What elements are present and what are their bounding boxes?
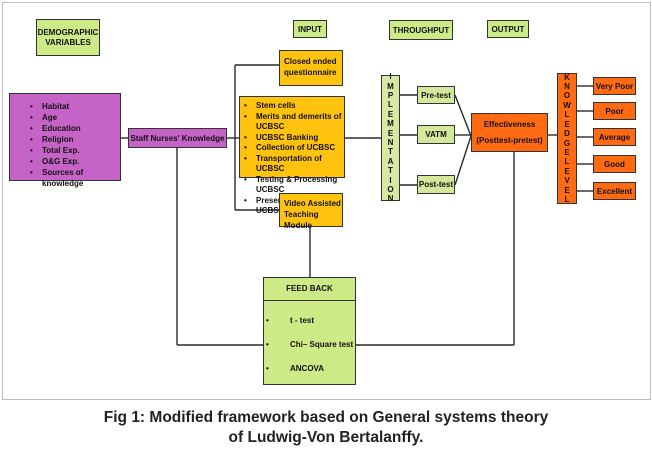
demographic-item: Religion xyxy=(28,134,120,145)
vatm-box: VATM xyxy=(417,125,455,144)
implementation-letter: I xyxy=(389,175,392,185)
level-label: Poor xyxy=(605,106,624,116)
knowledge-letter: E xyxy=(564,166,570,176)
implementation-letter: M xyxy=(387,119,394,129)
demographic-item: Age xyxy=(28,112,120,123)
feedback-item: ANCOVA xyxy=(264,357,355,381)
demographic-items-list: Habitat Age Education Religion Total Exp… xyxy=(28,101,120,189)
knowledge-letter: G xyxy=(563,138,571,148)
level-label: Excellent xyxy=(596,186,633,196)
connector-lines xyxy=(121,64,593,346)
output-label: OUTPUT xyxy=(491,24,525,34)
input-label: INPUT xyxy=(298,24,322,34)
staff-knowledge-label: Staff Nurses' Knowledge xyxy=(130,133,225,143)
effectiveness-box: Effectiveness (Posttest-pretest) xyxy=(471,113,548,152)
topic-item: UCBSC Banking xyxy=(242,133,344,144)
feedback-items-list: t - test Chi– Square test ANCOVA xyxy=(264,301,355,381)
knowledge-letter: V xyxy=(564,176,570,186)
demographic-item: Education xyxy=(28,123,120,134)
implementation-letter: I xyxy=(389,72,392,82)
topic-item: Merits and demerits of UCBSC xyxy=(242,112,344,133)
implementation-letter: A xyxy=(387,156,394,166)
video-module-label: Video Assisted Teaching Module xyxy=(284,199,341,230)
questionnaire-box: Closed ended questionnaire xyxy=(279,50,343,86)
implementation-letter: L xyxy=(388,100,393,110)
effectiveness-subtitle: (Posttest-pretest) xyxy=(476,135,543,145)
level-label: Average xyxy=(598,132,631,142)
demographic-item: O&G Exp. xyxy=(28,156,120,167)
knowledge-letter: L xyxy=(564,194,570,204)
topic-item: Testing & Processing UCBSC xyxy=(242,175,344,196)
knowledge-letter: W xyxy=(563,100,571,110)
video-module-box: Video Assisted Teaching Module xyxy=(279,193,343,230)
demographic-items-box: Habitat Age Education Religion Total Exp… xyxy=(9,93,121,188)
implementation-letter: N xyxy=(387,138,394,147)
pretest-label: Pre-test xyxy=(421,90,451,100)
level-good: Good xyxy=(593,155,636,173)
posttest-label: Post-test xyxy=(418,180,454,189)
implementation-letter: T xyxy=(388,166,393,176)
effectiveness-title: Effectiveness xyxy=(483,119,536,129)
implementation-box: I M P L E M E N T A T I O N xyxy=(381,72,400,204)
topic-item: Transportation of UCBSC xyxy=(242,154,344,175)
pretest-box: Pre-test xyxy=(417,86,455,104)
knowledge-letter: L xyxy=(564,110,570,120)
feedback-title: FEED BACK xyxy=(264,278,355,301)
implementation-letter: N xyxy=(387,194,394,204)
topic-item: Collection of UCBSC xyxy=(242,143,344,154)
demographic-variables-header: DEMOGRAPHIC VARIABLES xyxy=(36,19,100,56)
level-average: Average xyxy=(593,128,636,146)
questionnaire-label: Closed ended questionnaire xyxy=(284,57,337,77)
knowledge-letter: E xyxy=(564,119,570,129)
implementation-letter: T xyxy=(388,147,393,157)
input-header: INPUT xyxy=(293,20,327,38)
caption-line-1: Fig 1: Modified framework based on Gener… xyxy=(103,409,549,426)
topic-item: Stem cells xyxy=(242,101,344,112)
demographic-item: Habitat xyxy=(28,101,120,112)
implementation-letter: M xyxy=(387,81,394,91)
throughput-label: THROUGHPUT xyxy=(392,25,450,35)
demographic-item: Total Exp. xyxy=(28,145,120,156)
knowledge-letter: D xyxy=(564,129,570,139)
caption-line-2: of Ludwig-Von Bertalanffy. xyxy=(228,429,424,446)
knowledge-letter: N xyxy=(564,82,570,92)
throughput-header: THROUGHPUT xyxy=(389,20,453,40)
figure-caption: Fig 1: Modified framework based on Gener… xyxy=(0,408,652,448)
demographic-item: Sources of knowledge xyxy=(28,167,120,189)
topics-box: Stem cells Merits and demerits of UCBSC … xyxy=(239,96,345,215)
posttest-box: Post-test xyxy=(417,175,455,194)
level-poor: Poor xyxy=(593,102,636,120)
vatm-label: VATM xyxy=(425,130,447,139)
knowledge-letter: O xyxy=(563,91,571,101)
level-label: Very Poor xyxy=(595,81,634,91)
feedback-item: Chi– Square test xyxy=(264,333,355,357)
implementation-letter: O xyxy=(387,185,394,195)
demographic-variables-label: DEMOGRAPHIC VARIABLES xyxy=(37,27,99,47)
knowledge-level-box: K N O W L E D G E L E V E L xyxy=(557,73,577,204)
implementation-letter: E xyxy=(387,109,394,119)
knowledge-letter: K xyxy=(564,72,570,82)
implementation-letter: E xyxy=(387,128,394,138)
feedback-item: t - test xyxy=(264,309,355,333)
output-header: OUTPUT xyxy=(487,20,529,38)
knowledge-letter: E xyxy=(564,147,570,157)
feedback-box: FEED BACK t - test Chi– Square test ANCO… xyxy=(263,277,356,385)
level-very-poor: Very Poor xyxy=(593,77,636,95)
implementation-letter: P xyxy=(387,90,394,100)
knowledge-letter: L xyxy=(564,157,570,167)
level-label: Good xyxy=(604,159,625,169)
staff-knowledge-box: Staff Nurses' Knowledge xyxy=(128,128,227,148)
level-excellent: Excellent xyxy=(593,182,636,200)
knowledge-letter: E xyxy=(564,185,570,195)
